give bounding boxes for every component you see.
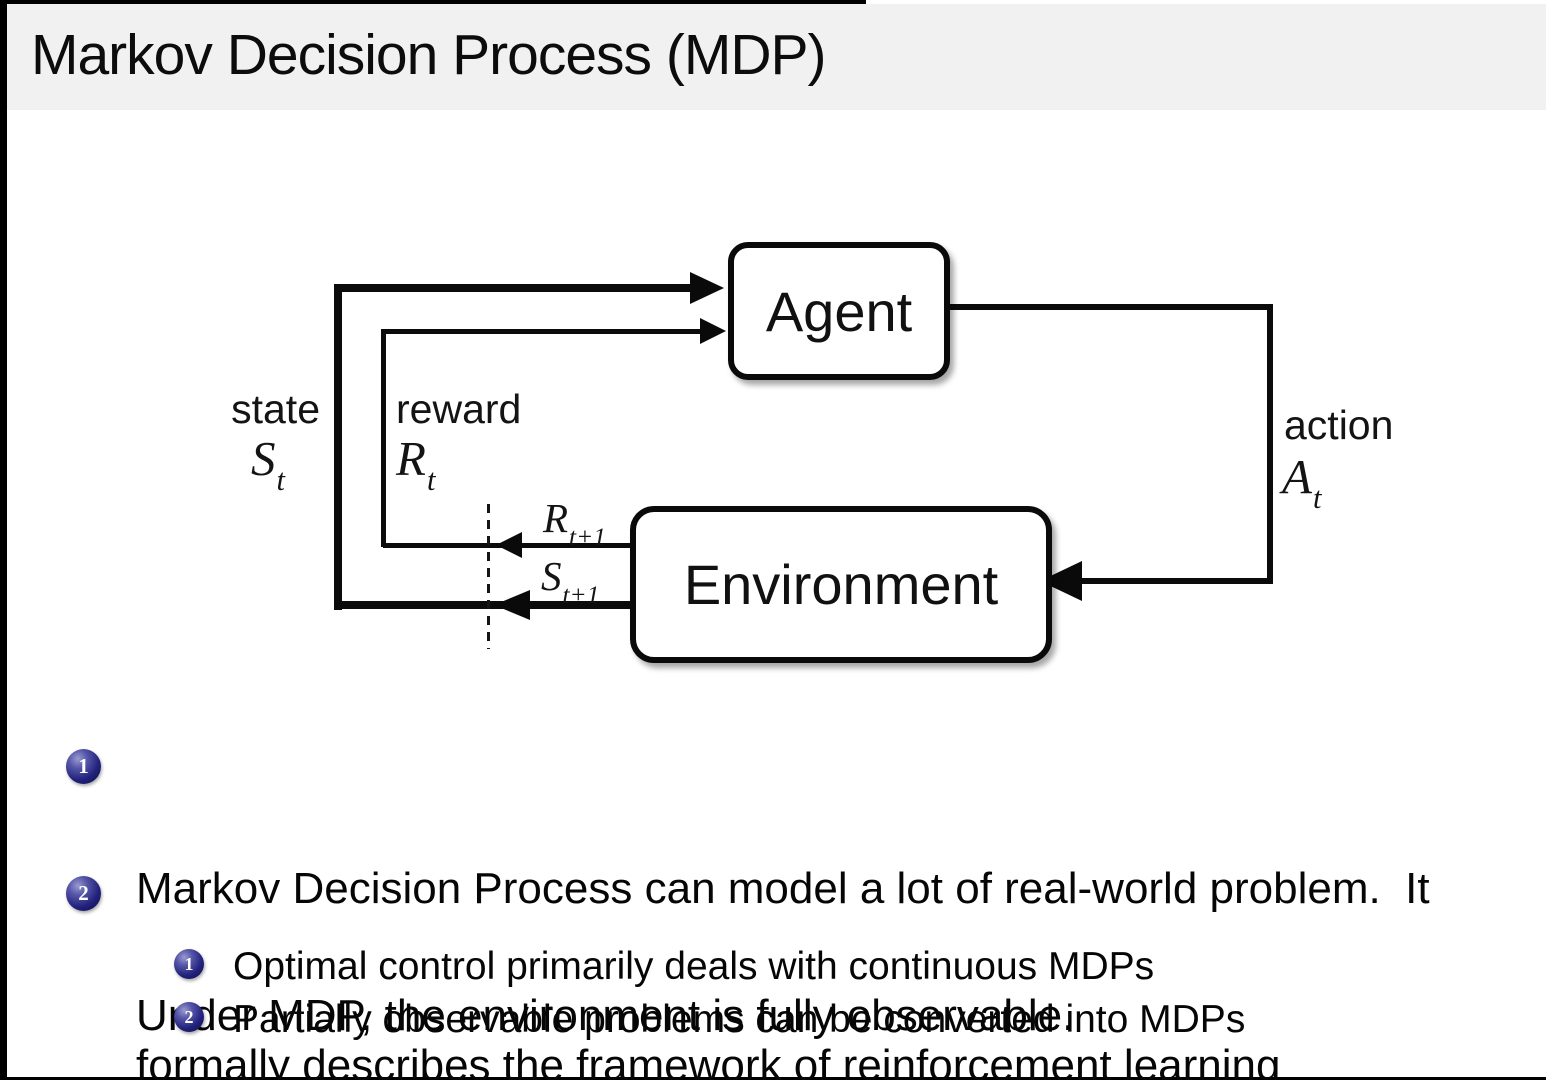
state-line-top (334, 284, 692, 292)
bullet-number-badge: 2 (66, 876, 101, 911)
reward-line-vertical (381, 329, 386, 547)
action-line-bottom (1080, 578, 1273, 584)
bullet-text: Markov Decision Process can model a lot … (136, 741, 1516, 1080)
page-title: Markov Decision Process (MDP) (31, 23, 826, 87)
sub-bullet-text: Partially observable problems can be con… (233, 998, 1246, 1041)
sub-bullet-number-badge: 2 (174, 1002, 204, 1032)
action-line-vertical (1267, 304, 1273, 581)
sub-bullet-number-badge: 1 (174, 949, 204, 979)
bullet-line: Markov Decision Process can model a lot … (136, 864, 1430, 913)
arrowhead-next-reward-icon (496, 532, 522, 558)
next-state-symbol: St+1 (541, 553, 600, 610)
time-step-divider (487, 504, 490, 649)
agent-label: Agent (765, 279, 913, 343)
reward-label: reward (396, 386, 522, 432)
bullet-line: Under MDP, the environment is fully obse… (136, 991, 1075, 1040)
arrowhead-reward-into-agent-icon (700, 318, 726, 344)
reward-symbol: Rt (396, 431, 436, 497)
state-line-bottom (334, 601, 630, 609)
arrowhead-next-state-icon (494, 590, 530, 620)
bullet-text: Under MDP, the environment is fully obse… (136, 868, 1516, 1080)
state-symbol: St (251, 431, 285, 497)
reward-line-top (381, 329, 701, 334)
bottom-border (0, 1077, 1546, 1080)
left-border (0, 0, 7, 1080)
environment-box: Environment (630, 506, 1052, 663)
environment-label: Environment (683, 553, 999, 616)
state-line-vertical (334, 284, 342, 610)
action-symbol: At (1282, 449, 1322, 515)
action-label: action (1284, 402, 1394, 448)
action-line-top (938, 304, 1273, 310)
bullet-number-badge: 1 (66, 749, 101, 784)
sub-bullet-text: Optimal control primarily deals with con… (233, 945, 1155, 988)
title-bar: Markov Decision Process (MDP) (7, 4, 1546, 110)
next-reward-symbol: Rt+1 (543, 495, 606, 552)
state-label: state (231, 386, 320, 432)
arrowhead-state-into-agent-icon (690, 272, 724, 304)
top-border (0, 0, 866, 4)
agent-box: Agent (728, 242, 950, 380)
bullet-line: formally describes the framework of rein… (136, 1041, 1281, 1080)
